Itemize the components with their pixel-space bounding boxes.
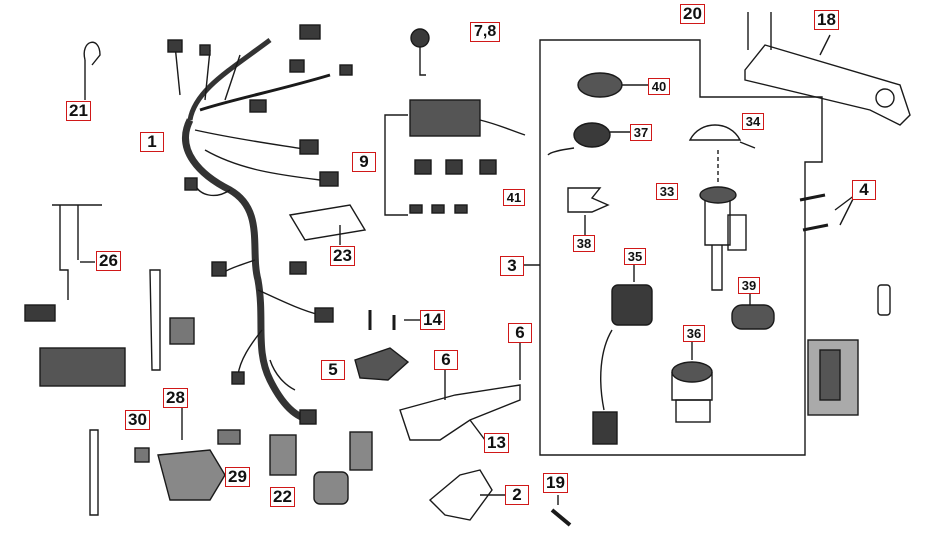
- fuse-relay-box: [384, 99, 526, 216]
- callout-22[interactable]: 22: [270, 487, 295, 507]
- callout-20[interactable]: 20: [680, 4, 705, 24]
- callout-7-8[interactable]: 7,8: [470, 22, 501, 42]
- callout-3[interactable]: 3: [500, 256, 524, 276]
- callout-35[interactable]: 35: [624, 248, 646, 265]
- callout-36[interactable]: 36: [683, 325, 705, 342]
- callout-13[interactable]: 13: [484, 433, 509, 453]
- callout-6-right[interactable]: 6: [508, 323, 532, 343]
- callout-28[interactable]: 28: [163, 388, 188, 408]
- callout-23[interactable]: 23: [330, 246, 355, 266]
- callout-29[interactable]: 29: [225, 467, 250, 487]
- callout-37[interactable]: 37: [630, 124, 652, 141]
- callout-18[interactable]: 18: [814, 10, 839, 30]
- callout-34[interactable]: 34: [742, 113, 764, 130]
- callout-1[interactable]: 1: [140, 132, 164, 152]
- callout-9[interactable]: 9: [352, 152, 376, 172]
- ignition-key: [410, 28, 430, 76]
- callout-40[interactable]: 40: [648, 78, 670, 95]
- callout-19[interactable]: 19: [543, 473, 568, 493]
- callout-33[interactable]: 33: [656, 183, 678, 200]
- callout-6-left[interactable]: 6: [434, 350, 458, 370]
- callout-4[interactable]: 4: [852, 180, 876, 200]
- callout-26[interactable]: 26: [96, 251, 121, 271]
- callout-30[interactable]: 30: [125, 410, 150, 430]
- callout-39[interactable]: 39: [738, 277, 760, 294]
- callout-2[interactable]: 2: [505, 485, 529, 505]
- callout-41[interactable]: 41: [503, 189, 525, 206]
- callout-38[interactable]: 38: [573, 235, 595, 252]
- callout-21[interactable]: 21: [66, 101, 91, 121]
- callout-5[interactable]: 5: [321, 360, 345, 380]
- callout-14[interactable]: 14: [420, 310, 445, 330]
- wiring-harness: [167, 24, 353, 425]
